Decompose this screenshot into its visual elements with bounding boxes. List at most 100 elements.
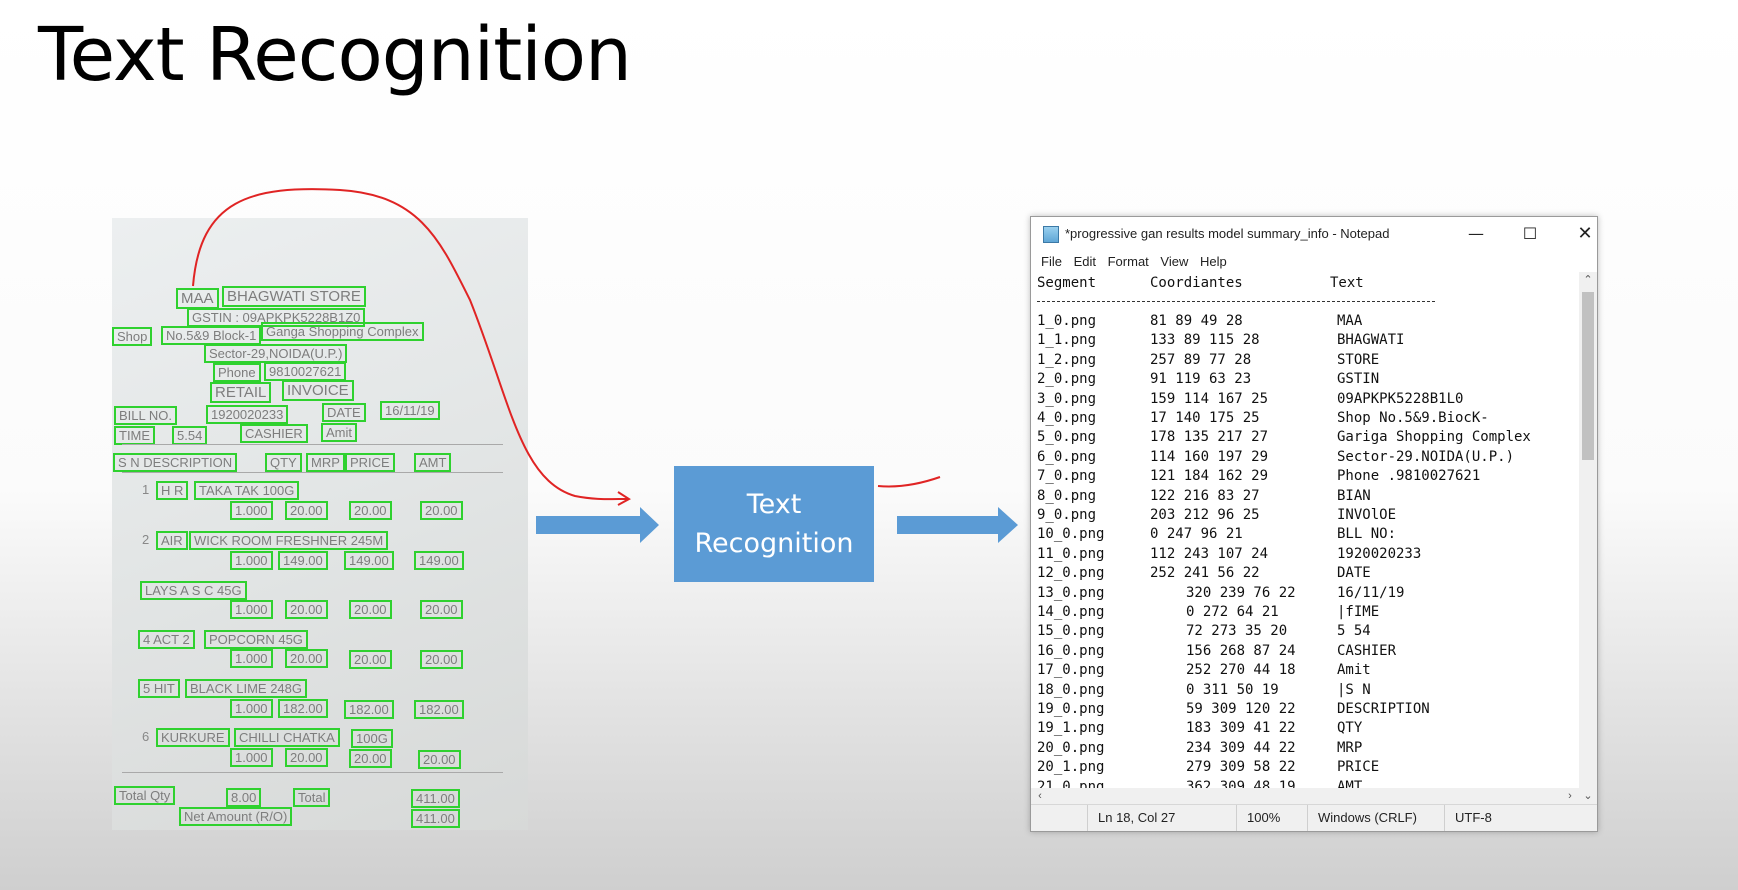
receipt-box: PRICE: [345, 453, 395, 472]
close-button[interactable]: ✕: [1577, 223, 1593, 244]
header-coordinates: Coordiantes: [1150, 275, 1243, 291]
status-zoom: 100%: [1236, 805, 1280, 831]
receipt-box: Shop: [112, 327, 153, 346]
segment-filename: 19_0.png: [1037, 701, 1105, 717]
receipt-box: 20.00: [418, 750, 461, 769]
receipt-box: H R: [156, 481, 189, 500]
receipt-box: 1.000: [230, 600, 273, 619]
receipt-box: AMT: [414, 453, 452, 472]
segment-coordinates: 0 311 50 19: [1186, 681, 1279, 698]
segment-text: Shop No.5&9.BiocK-: [1337, 410, 1489, 426]
segment-text: Amit: [1337, 662, 1371, 679]
receipt-box: 100G: [351, 729, 393, 748]
item-number: 1: [142, 482, 150, 497]
receipt-box: 5.54: [172, 426, 208, 445]
receipt-box: Phone: [213, 363, 261, 382]
segment-coordinates: 234 309 44 22: [1186, 739, 1296, 756]
status-position: Ln 18, Col 27: [1087, 805, 1175, 831]
scroll-left-icon[interactable]: ‹: [1038, 790, 1042, 802]
receipt-box: 20.00: [420, 600, 463, 619]
segment-coordinates: 178 135 217 27: [1150, 429, 1269, 446]
flow-arrow-left: [536, 507, 659, 543]
segment-text: MRP: [1337, 739, 1363, 756]
receipt-box: 1.000: [230, 699, 273, 718]
receipt-divider: [122, 772, 503, 773]
segment-coordinates: 72 273 35 20: [1186, 623, 1288, 640]
receipt-box: 1.000: [230, 649, 273, 668]
segment-filename: 2_0.png: [1037, 371, 1097, 388]
receipt-image: MAA BHAGWATI STORE GSTIN : 09APKPK5228B1…: [112, 218, 528, 830]
receipt-box: 182.00: [278, 699, 328, 718]
title-bar[interactable]: *progressive gan results model summary_i…: [1031, 217, 1597, 251]
maximize-button[interactable]: ☐: [1522, 224, 1538, 243]
receipt-box: 8.00: [226, 788, 262, 807]
segment-text: DESCRIPTION: [1337, 701, 1430, 717]
text-recognition-box: Text Recognition: [674, 466, 874, 582]
scroll-up-icon[interactable]: ⌃: [1583, 274, 1593, 286]
segment-coordinates: 17 140 175 25: [1150, 410, 1260, 426]
receipt-box: MAA: [176, 288, 219, 309]
segment-text: PRICE: [1337, 759, 1380, 776]
segment-text: CASHIER: [1337, 642, 1397, 659]
segment-filename: 1_1.png: [1037, 332, 1097, 349]
receipt-box: Sector-29,NOIDA(U.P.): [204, 344, 348, 363]
segment-filename: 10_0.png: [1037, 526, 1105, 543]
segment-filename: 18_0.png: [1037, 681, 1105, 698]
receipt-box: Amit: [321, 423, 357, 442]
segment-filename: 11_0.png: [1037, 545, 1105, 562]
receipt-box: Total: [293, 788, 331, 807]
header-text: Text: [1330, 275, 1364, 291]
receipt-box: TIME: [114, 426, 156, 445]
scroll-right-icon[interactable]: ›: [1568, 790, 1572, 802]
segment-text: QTY: [1337, 720, 1363, 737]
notepad-window[interactable]: *progressive gan results model summary_i…: [1030, 216, 1598, 832]
horizontal-scrollbar[interactable]: ‹ ›: [1031, 788, 1579, 804]
menu-help[interactable]: Help: [1199, 254, 1227, 269]
receipt-box: WICK ROOM FRESHNER 245M: [189, 531, 389, 550]
receipt-box: QTY: [265, 453, 302, 472]
minimize-button[interactable]: —: [1468, 224, 1484, 243]
segment-text: BHAGWATI: [1337, 332, 1405, 349]
segment-filename: 14_0.png: [1037, 604, 1105, 620]
segment-text: BIAN: [1337, 487, 1371, 504]
header-row: Segment Coordiantes Text: [1037, 274, 1364, 293]
receipt-box: RETAIL: [210, 382, 272, 403]
receipt-box: MRP: [306, 453, 345, 472]
segment-filename: 16_0.png: [1037, 642, 1105, 659]
receipt-box: 411.00: [411, 809, 460, 828]
receipt-box: 20.00: [285, 600, 328, 619]
segment-filename: 20_1.png: [1037, 759, 1105, 776]
receipt-box: CHILLI CHATKA: [234, 728, 340, 747]
segment-filename: 17_0.png: [1037, 662, 1105, 679]
menu-file[interactable]: File: [1041, 254, 1062, 269]
segment-filename: 13_0.png: [1037, 584, 1105, 601]
menu-bar: File Edit Format View Help: [1037, 252, 1231, 272]
receipt-box: 16/11/19: [380, 401, 440, 420]
segment-text: 09APKPK5228B1L0: [1337, 390, 1464, 407]
segment-text: Phone .9810027621: [1337, 468, 1481, 485]
segment-coordinates: 159 114 167 25: [1150, 390, 1269, 407]
receipt-box: Total Qty: [114, 786, 176, 805]
receipt-box: 1.000: [230, 748, 273, 767]
receipt-box: 182.00: [344, 700, 394, 719]
receipt-box: 1920020233: [206, 405, 289, 424]
segment-coordinates: 252 241 56 22: [1150, 565, 1260, 582]
receipt-box: LAYS A S C 45G: [140, 581, 247, 600]
segment-text: MAA: [1337, 313, 1363, 329]
receipt-box: 149.00: [344, 551, 394, 570]
segment-text: INVOlOE: [1337, 507, 1397, 523]
segment-coordinates: 320 239 76 22: [1186, 584, 1296, 601]
scroll-down-icon[interactable]: ⌄: [1583, 790, 1593, 802]
segment-coordinates: 0 272 64 21: [1186, 604, 1279, 620]
vertical-scrollbar[interactable]: ⌃ ⌄: [1579, 272, 1597, 804]
segment-filename: 1_0.png: [1037, 313, 1097, 329]
menu-view[interactable]: View: [1160, 254, 1189, 269]
receipt-box: 411.00: [411, 789, 460, 808]
scrollbar-thumb[interactable]: [1582, 292, 1594, 460]
segment-text: 16/11/19: [1337, 584, 1405, 601]
menu-edit[interactable]: Edit: [1073, 254, 1096, 269]
menu-format[interactable]: Format: [1107, 254, 1149, 269]
receipt-box: 5 HIT: [138, 679, 180, 698]
segment-filename: 1_2.png: [1037, 351, 1097, 368]
